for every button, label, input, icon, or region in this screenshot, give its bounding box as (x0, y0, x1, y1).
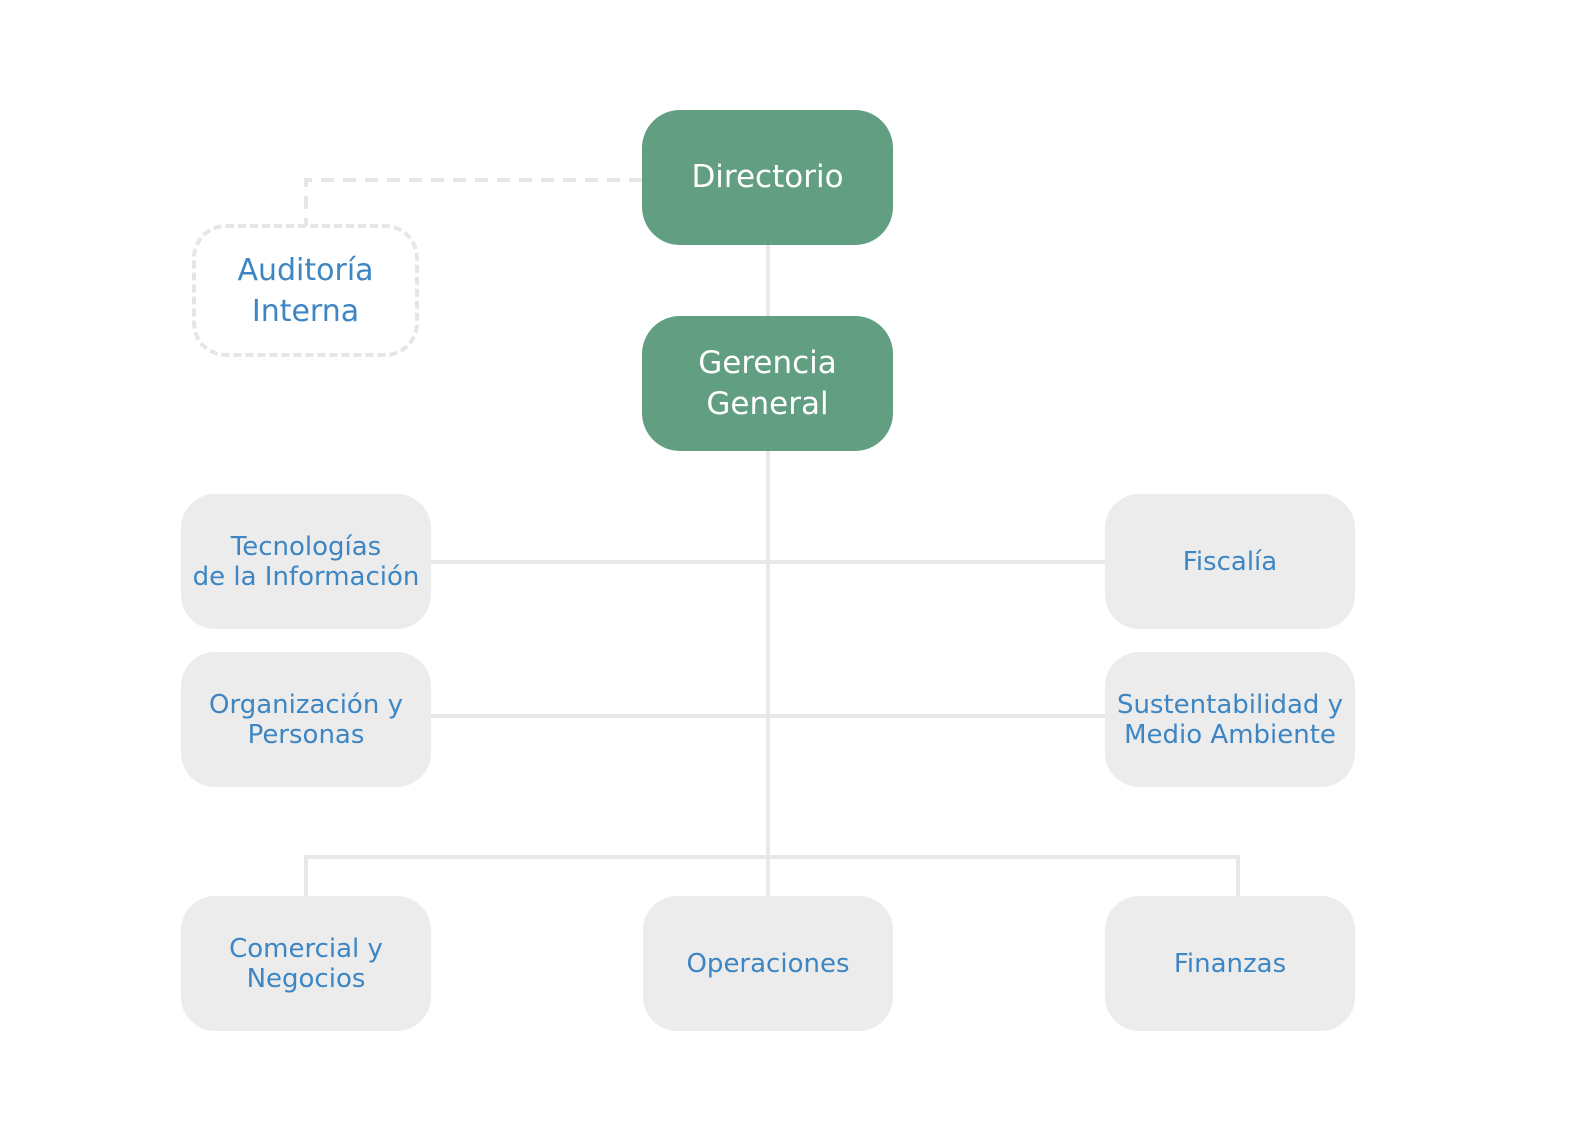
node-directorio[interactable]: Directorio (642, 110, 893, 245)
node-organizacion-personas[interactable]: Organización y Personas (181, 652, 431, 787)
node-auditoria-interna[interactable]: Auditoría Interna (192, 224, 419, 357)
node-gerencia-general[interactable]: Gerencia General (642, 316, 893, 451)
node-fiscalia[interactable]: Fiscalía (1105, 494, 1355, 629)
node-operaciones[interactable]: Operaciones (643, 896, 893, 1031)
connector-bottom-branch (304, 855, 1240, 896)
node-finanzas[interactable]: Finanzas (1105, 896, 1355, 1031)
node-comercial-negocios[interactable]: Comercial y Negocios (181, 896, 431, 1031)
node-sustentabilidad[interactable]: Sustentabilidad y Medio Ambiente (1105, 652, 1355, 787)
connector-audit-dashed (304, 178, 642, 226)
node-tecnologias[interactable]: Tecnologías de la Información (181, 494, 431, 629)
